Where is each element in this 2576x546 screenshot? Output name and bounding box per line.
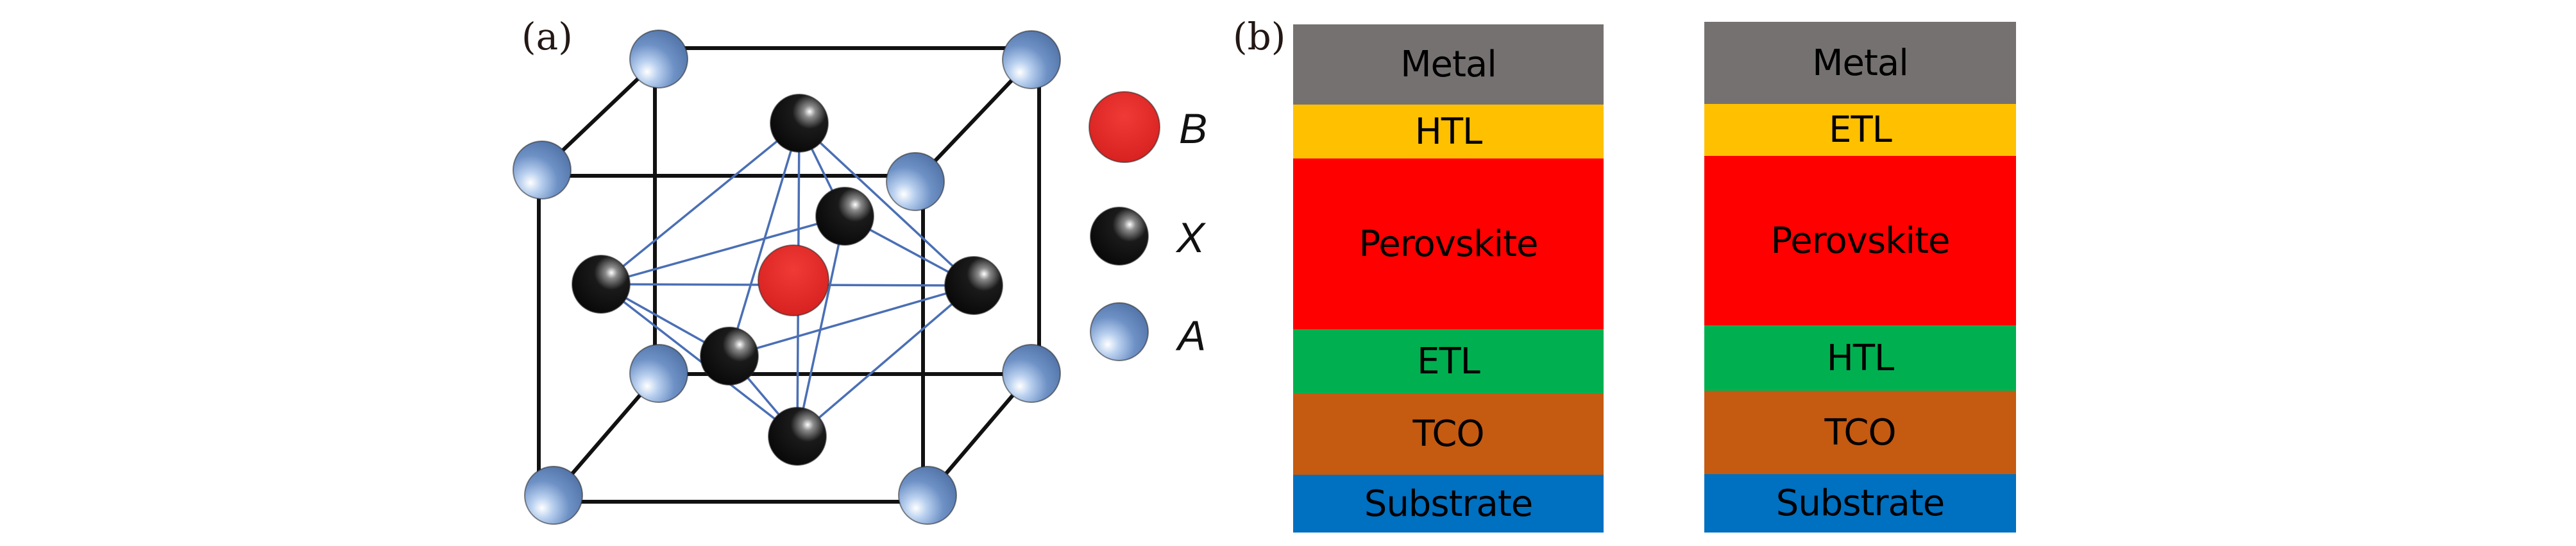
octahedron-edge — [600, 122, 801, 286]
layer-label: Substrate — [1364, 482, 1533, 525]
panel-b-label: (b) — [1233, 15, 1286, 58]
layer-tco: TCO — [1293, 393, 1604, 475]
a-site-atom — [513, 141, 572, 200]
b-site-atom — [758, 244, 829, 316]
octahedron-edge — [600, 283, 799, 438]
layer-perovskite: Perovskite — [1293, 158, 1604, 329]
layer-substrate: Substrate — [1293, 475, 1604, 533]
octahedron-edge — [796, 216, 846, 437]
x-site-atom — [572, 255, 631, 314]
a-site-atom — [524, 466, 583, 525]
layer-htl: HTL — [1704, 325, 2016, 391]
layer-etl: ETL — [1704, 104, 2016, 156]
layer-etl: ETL — [1293, 329, 1604, 393]
legend-swatch-x — [1090, 207, 1149, 266]
panel-a-label: (a) — [521, 15, 573, 58]
layer-label: HTL — [1826, 337, 1895, 379]
layer-label: Perovskite — [1770, 219, 1951, 262]
a-site-atom — [1002, 30, 1061, 89]
layer-label: Metal — [1400, 44, 1497, 85]
layer-label: ETL — [1417, 340, 1480, 382]
layer-perovskite: Perovskite — [1704, 156, 2016, 325]
x-site-atom — [770, 94, 829, 153]
octahedron-edge — [600, 215, 845, 286]
layer-label: TCO — [1412, 413, 1484, 455]
a-site-atom — [629, 344, 688, 403]
perovskite-crystal-diagram — [513, 30, 1160, 525]
octahedron-edge — [796, 284, 975, 438]
a-site-atom — [886, 152, 945, 211]
atoms — [513, 30, 1160, 525]
x-site-atom — [944, 256, 1003, 315]
layer-tco: TCO — [1704, 391, 2016, 474]
octahedron-edge — [798, 122, 975, 287]
legend-label-b: B — [1179, 105, 1208, 152]
layer-label: ETL — [1829, 109, 1892, 151]
x-site-atom — [700, 327, 759, 386]
layer-label: HTL — [1414, 110, 1483, 153]
layer-metal: Metal — [1704, 22, 2016, 104]
legend-label-x: X — [1176, 214, 1205, 261]
layer-htl: HTL — [1293, 105, 1604, 158]
legend-swatch-b — [1089, 91, 1160, 163]
x-site-atom — [768, 407, 827, 466]
layer-label: Perovskite — [1359, 223, 1539, 265]
legend-swatch-a — [1090, 302, 1149, 361]
a-site-atom — [898, 466, 957, 525]
a-site-atom — [629, 30, 688, 89]
layer-substrate: Substrate — [1704, 474, 2016, 533]
a-site-atom — [1002, 344, 1061, 403]
legend-label-a: A — [1178, 312, 1207, 359]
x-site-atom — [815, 187, 874, 246]
layer-metal: Metal — [1293, 24, 1604, 105]
layer-label: TCO — [1824, 411, 1896, 454]
layer-label: Substrate — [1775, 482, 1945, 524]
octahedron-edge — [729, 284, 974, 357]
layer-label: Metal — [1812, 42, 1909, 84]
